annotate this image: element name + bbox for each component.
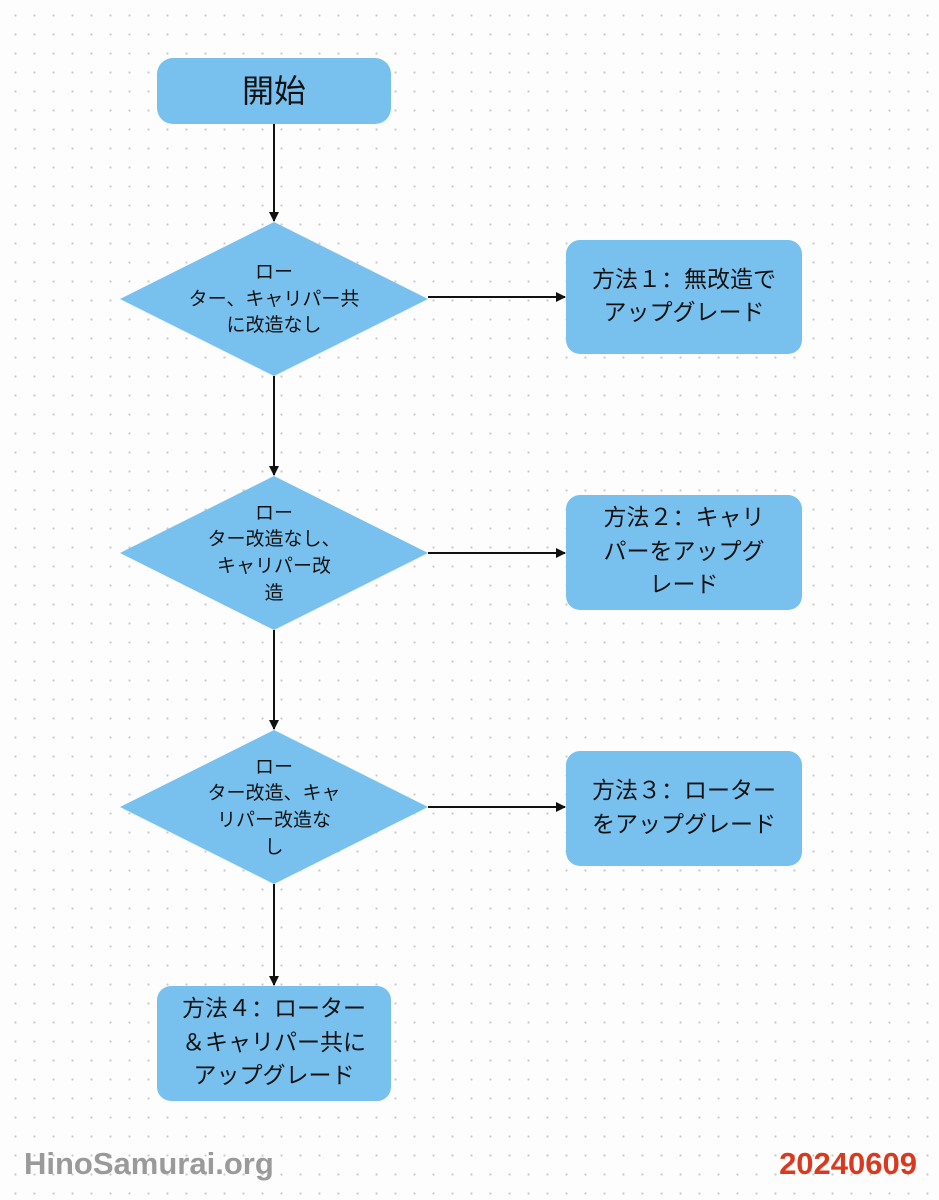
start-node[interactable]: 開始	[157, 58, 391, 124]
method-1-node[interactable]: 方法１：無改造で アップグレード	[566, 240, 802, 354]
method-4-node[interactable]: 方法４：ローター ＆キャリパー共に アップグレード	[157, 986, 391, 1101]
decision-node-3-label: ロー ター改造、キャ リパー改造な し	[207, 755, 341, 858]
decision-node-2-label: ロー ター改造なし、 キャリパー改 造	[207, 501, 341, 604]
decision-node-2-shape	[120, 476, 428, 630]
decision-node-3-shape	[120, 730, 428, 884]
date-stamp: 20240609	[779, 1146, 917, 1181]
decision-node-1-label: ロー ター、キャリパー共 に改造なし	[188, 261, 360, 337]
decision-node-3[interactable]: ロー ター改造、キャ リパー改造な し	[120, 730, 428, 884]
decision-node-1-shape	[120, 222, 428, 376]
decision-node-1[interactable]: ロー ター、キャリパー共 に改造なし	[120, 222, 428, 376]
site-watermark: HinoSamurai.org	[24, 1146, 274, 1181]
method-3-node[interactable]: 方法３：ローター をアップグレード	[566, 751, 802, 866]
decision-node-2[interactable]: ロー ター改造なし、 キャリパー改 造	[120, 476, 428, 630]
method-2-node[interactable]: 方法２：キャリ パーをアップグ レード	[566, 495, 802, 610]
